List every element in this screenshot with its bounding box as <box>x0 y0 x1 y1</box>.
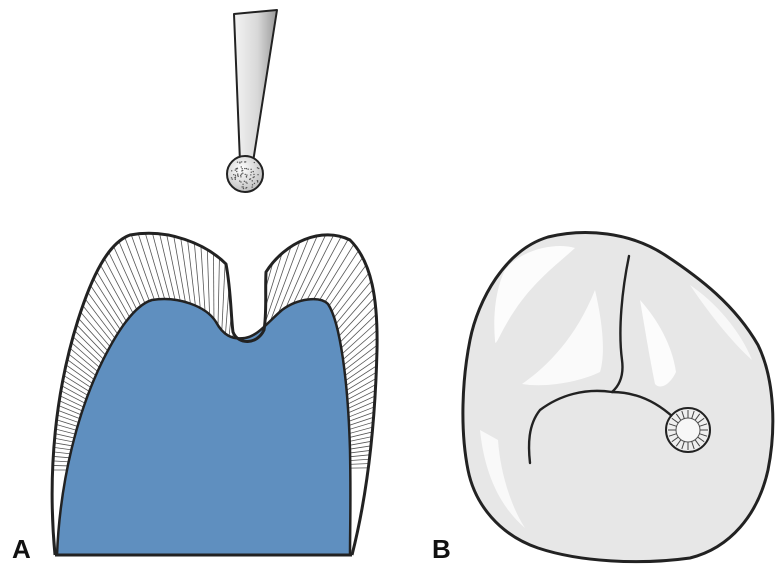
panel-b <box>463 233 773 562</box>
bur-stipple-dot <box>247 169 248 170</box>
bur-stipple-dot <box>246 174 247 175</box>
bur-stipple-dot <box>253 177 254 178</box>
bur-stipple-dot <box>246 182 247 183</box>
bur-stipple-dot <box>251 172 252 173</box>
bur-stipple-dot <box>240 181 241 182</box>
bur-stipple-dot <box>257 181 258 182</box>
bur-stipple-dot <box>232 178 233 179</box>
bur-stipple-dot <box>236 168 237 169</box>
bur-stipple-dot <box>240 175 241 176</box>
bur-stipple-dot <box>246 176 247 177</box>
bur-stipple-dot <box>239 161 240 162</box>
bur-stipple-dot <box>250 169 251 170</box>
bur-stipple-dot <box>235 179 236 180</box>
bur-stipple-dot <box>254 162 255 163</box>
bur-stipple-dot <box>254 183 255 184</box>
bur-stipple-dot <box>233 174 234 175</box>
bur-stipple-dot <box>243 188 244 189</box>
bur-stipple-dot <box>245 174 246 175</box>
bur-stipple-dot <box>257 167 258 168</box>
bur-stipple-dot <box>246 187 247 188</box>
bur-stipple-dot <box>252 180 253 181</box>
bur-stipple-dot <box>241 170 242 171</box>
cavity-preparation <box>666 408 710 452</box>
bur-stipple-dot <box>244 168 245 169</box>
bur-stipple-dot <box>239 180 240 181</box>
bur-shaft <box>234 10 277 162</box>
bur-stipple-dot <box>241 161 242 162</box>
bur-stipple-dot <box>235 169 236 170</box>
bur-stipple-dot <box>250 174 251 175</box>
bur-stipple-dot <box>241 173 242 174</box>
bur-stipple-dot <box>242 184 243 185</box>
dental-bur-instrument <box>227 10 277 192</box>
bur-stipple-dot <box>242 173 243 174</box>
bur-stipple-dot <box>244 181 245 182</box>
cavity-inner-floor <box>676 418 700 442</box>
bur-stipple-dot <box>236 171 237 172</box>
bur-stipple-dot <box>240 176 241 177</box>
bur-stipple-dot <box>251 186 252 187</box>
panel-label-a: A <box>12 536 31 562</box>
bur-stipple-dot <box>246 168 247 169</box>
bur-stipple-dot <box>241 166 242 167</box>
panel-label-b: B <box>432 536 451 562</box>
bur-stipple-dot <box>244 161 245 162</box>
bur-stipple-dot <box>231 177 232 178</box>
bur-stipple-dot <box>249 179 250 180</box>
bur-stipple-dot <box>237 173 238 174</box>
bur-stipple-dot <box>235 176 236 177</box>
bur-stipple-dot <box>257 174 258 175</box>
bur-stipple-dot <box>252 184 253 185</box>
bur-stipple-dot <box>258 168 259 169</box>
bur-stipple-dot <box>243 186 244 187</box>
bur-stipple-dot <box>241 168 242 169</box>
bur-stipple-dot <box>231 170 232 171</box>
bur-stipple-dot <box>253 171 254 172</box>
bur-stipple-dot <box>253 174 254 175</box>
bur-stipple-dot <box>235 175 236 176</box>
bur-stipple-dot <box>245 181 246 182</box>
bur-stipple-dot <box>237 175 238 176</box>
bur-stipple-dot <box>237 161 238 162</box>
